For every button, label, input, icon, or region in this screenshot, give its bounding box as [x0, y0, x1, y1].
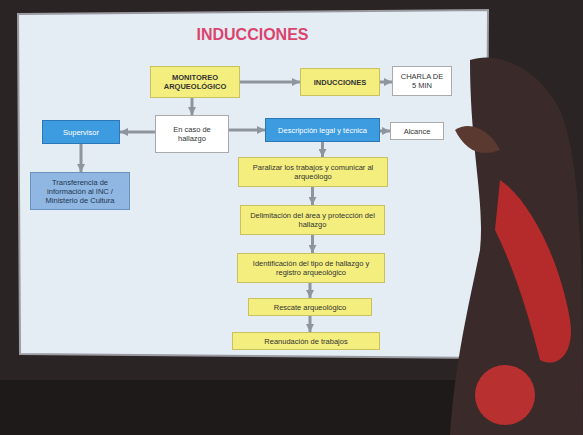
box-text: En caso de hallazgo	[161, 125, 223, 143]
process-box: Rescate arqueológico	[248, 298, 372, 316]
connector-arrow	[380, 81, 392, 84]
slide-title: INDUCCIONES	[20, 26, 485, 44]
box-text: Transferencia de información al INC / Mi…	[36, 178, 124, 205]
process-box: Reanudación de trabajos	[232, 332, 380, 350]
box-text: Descripción legal y técnica	[278, 126, 367, 135]
process-box: Delimitación del área y protección del h…	[240, 205, 385, 235]
connector-arrow	[240, 81, 300, 84]
connector-arrow	[321, 142, 324, 157]
process-box: CHARLA DE 5 MIN	[392, 66, 452, 96]
process-box: MONITOREO ARQUEOLÓGICO	[150, 66, 240, 98]
connector-arrow	[229, 129, 265, 132]
box-text: Delimitación del área y protección del h…	[246, 211, 379, 229]
connector-arrow	[311, 235, 314, 253]
connector-arrow	[309, 316, 312, 332]
presenter-hand	[455, 126, 500, 153]
box-text: Identificación del tipo de hallazgo y re…	[243, 259, 379, 277]
connector-arrow	[380, 130, 390, 133]
process-box: Descripción legal y técnica	[265, 118, 380, 142]
box-text: Reanudación de trabajos	[264, 337, 347, 346]
process-box: Identificación del tipo de hallazgo y re…	[237, 253, 385, 283]
connector-arrow	[191, 98, 194, 115]
process-box: Supervisor	[42, 120, 120, 144]
connector-arrow	[311, 187, 314, 205]
process-box: Transferencia de información al INC / Mi…	[30, 172, 130, 210]
box-text: Paralizar los trabajos y comunicar al ar…	[244, 163, 382, 181]
box-text: MONITOREO ARQUEOLÓGICO	[156, 73, 234, 91]
process-box: En caso de hallazgo	[155, 115, 229, 153]
presenter-shirt	[495, 180, 571, 363]
projection-screen	[18, 10, 488, 358]
presenter-body	[450, 57, 583, 435]
connector-arrow	[80, 144, 83, 172]
box-text: INDUCCIONES	[314, 78, 367, 87]
red-object	[475, 365, 535, 425]
box-text: Alcance	[404, 127, 431, 136]
process-box: Paralizar los trabajos y comunicar al ar…	[238, 157, 388, 187]
connector-arrow	[120, 131, 155, 134]
box-text: Supervisor	[63, 128, 99, 137]
box-text: CHARLA DE 5 MIN	[398, 72, 446, 90]
box-text: Rescate arqueológico	[274, 303, 347, 312]
process-box: INDUCCIONES	[300, 68, 380, 96]
connector-arrow	[309, 283, 312, 298]
process-box: Alcance	[390, 122, 444, 140]
